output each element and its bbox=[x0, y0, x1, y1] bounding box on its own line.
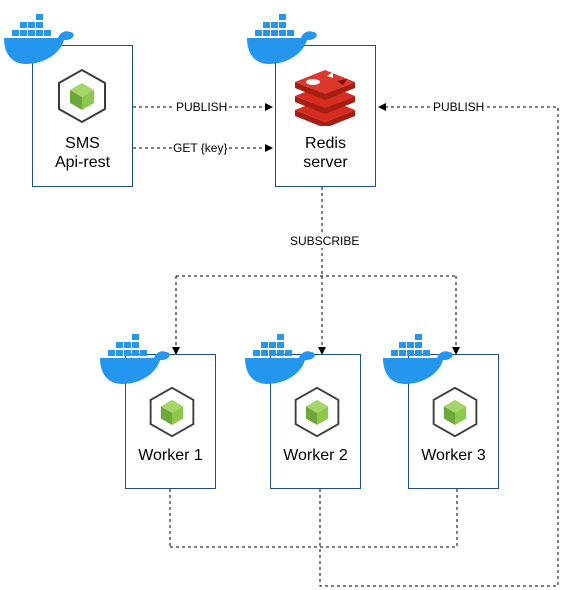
redis-label-line1: Redis bbox=[305, 135, 346, 152]
redis-label-line2: server bbox=[303, 154, 348, 171]
redis-server-container[interactable]: Redis server bbox=[275, 45, 376, 187]
docker-whale-icon bbox=[4, 14, 74, 64]
sms-api-label-line1: SMS bbox=[65, 135, 100, 152]
nodejs-cube-icon bbox=[294, 386, 340, 438]
nodejs-cube-icon bbox=[149, 386, 195, 438]
docker-whale-icon bbox=[100, 334, 170, 384]
nodejs-cube-icon bbox=[58, 68, 106, 124]
docker-whale-icon bbox=[247, 14, 317, 64]
sms-api-label-line2: Api-rest bbox=[54, 154, 111, 171]
worker-3-container[interactable]: Worker 3 bbox=[408, 354, 499, 489]
redis-logo-icon bbox=[295, 70, 355, 126]
docker-whale-icon bbox=[245, 334, 315, 384]
nodejs-cube-icon bbox=[432, 386, 478, 438]
sms-api-container[interactable]: SMS Api-rest bbox=[32, 45, 133, 187]
edge-label-publish-api: PUBLISH bbox=[175, 100, 229, 114]
worker-2-label: Worker 2 bbox=[283, 447, 348, 464]
worker-1-label: Worker 1 bbox=[138, 447, 203, 464]
edge-label-get-key: GET {key} bbox=[172, 141, 229, 155]
edge-label-subscribe: SUBSCRIBE bbox=[289, 234, 361, 248]
docker-whale-icon bbox=[383, 334, 453, 384]
edge-label-publish-workers: PUBLISH bbox=[432, 100, 486, 114]
worker-3-label: Worker 3 bbox=[421, 447, 486, 464]
